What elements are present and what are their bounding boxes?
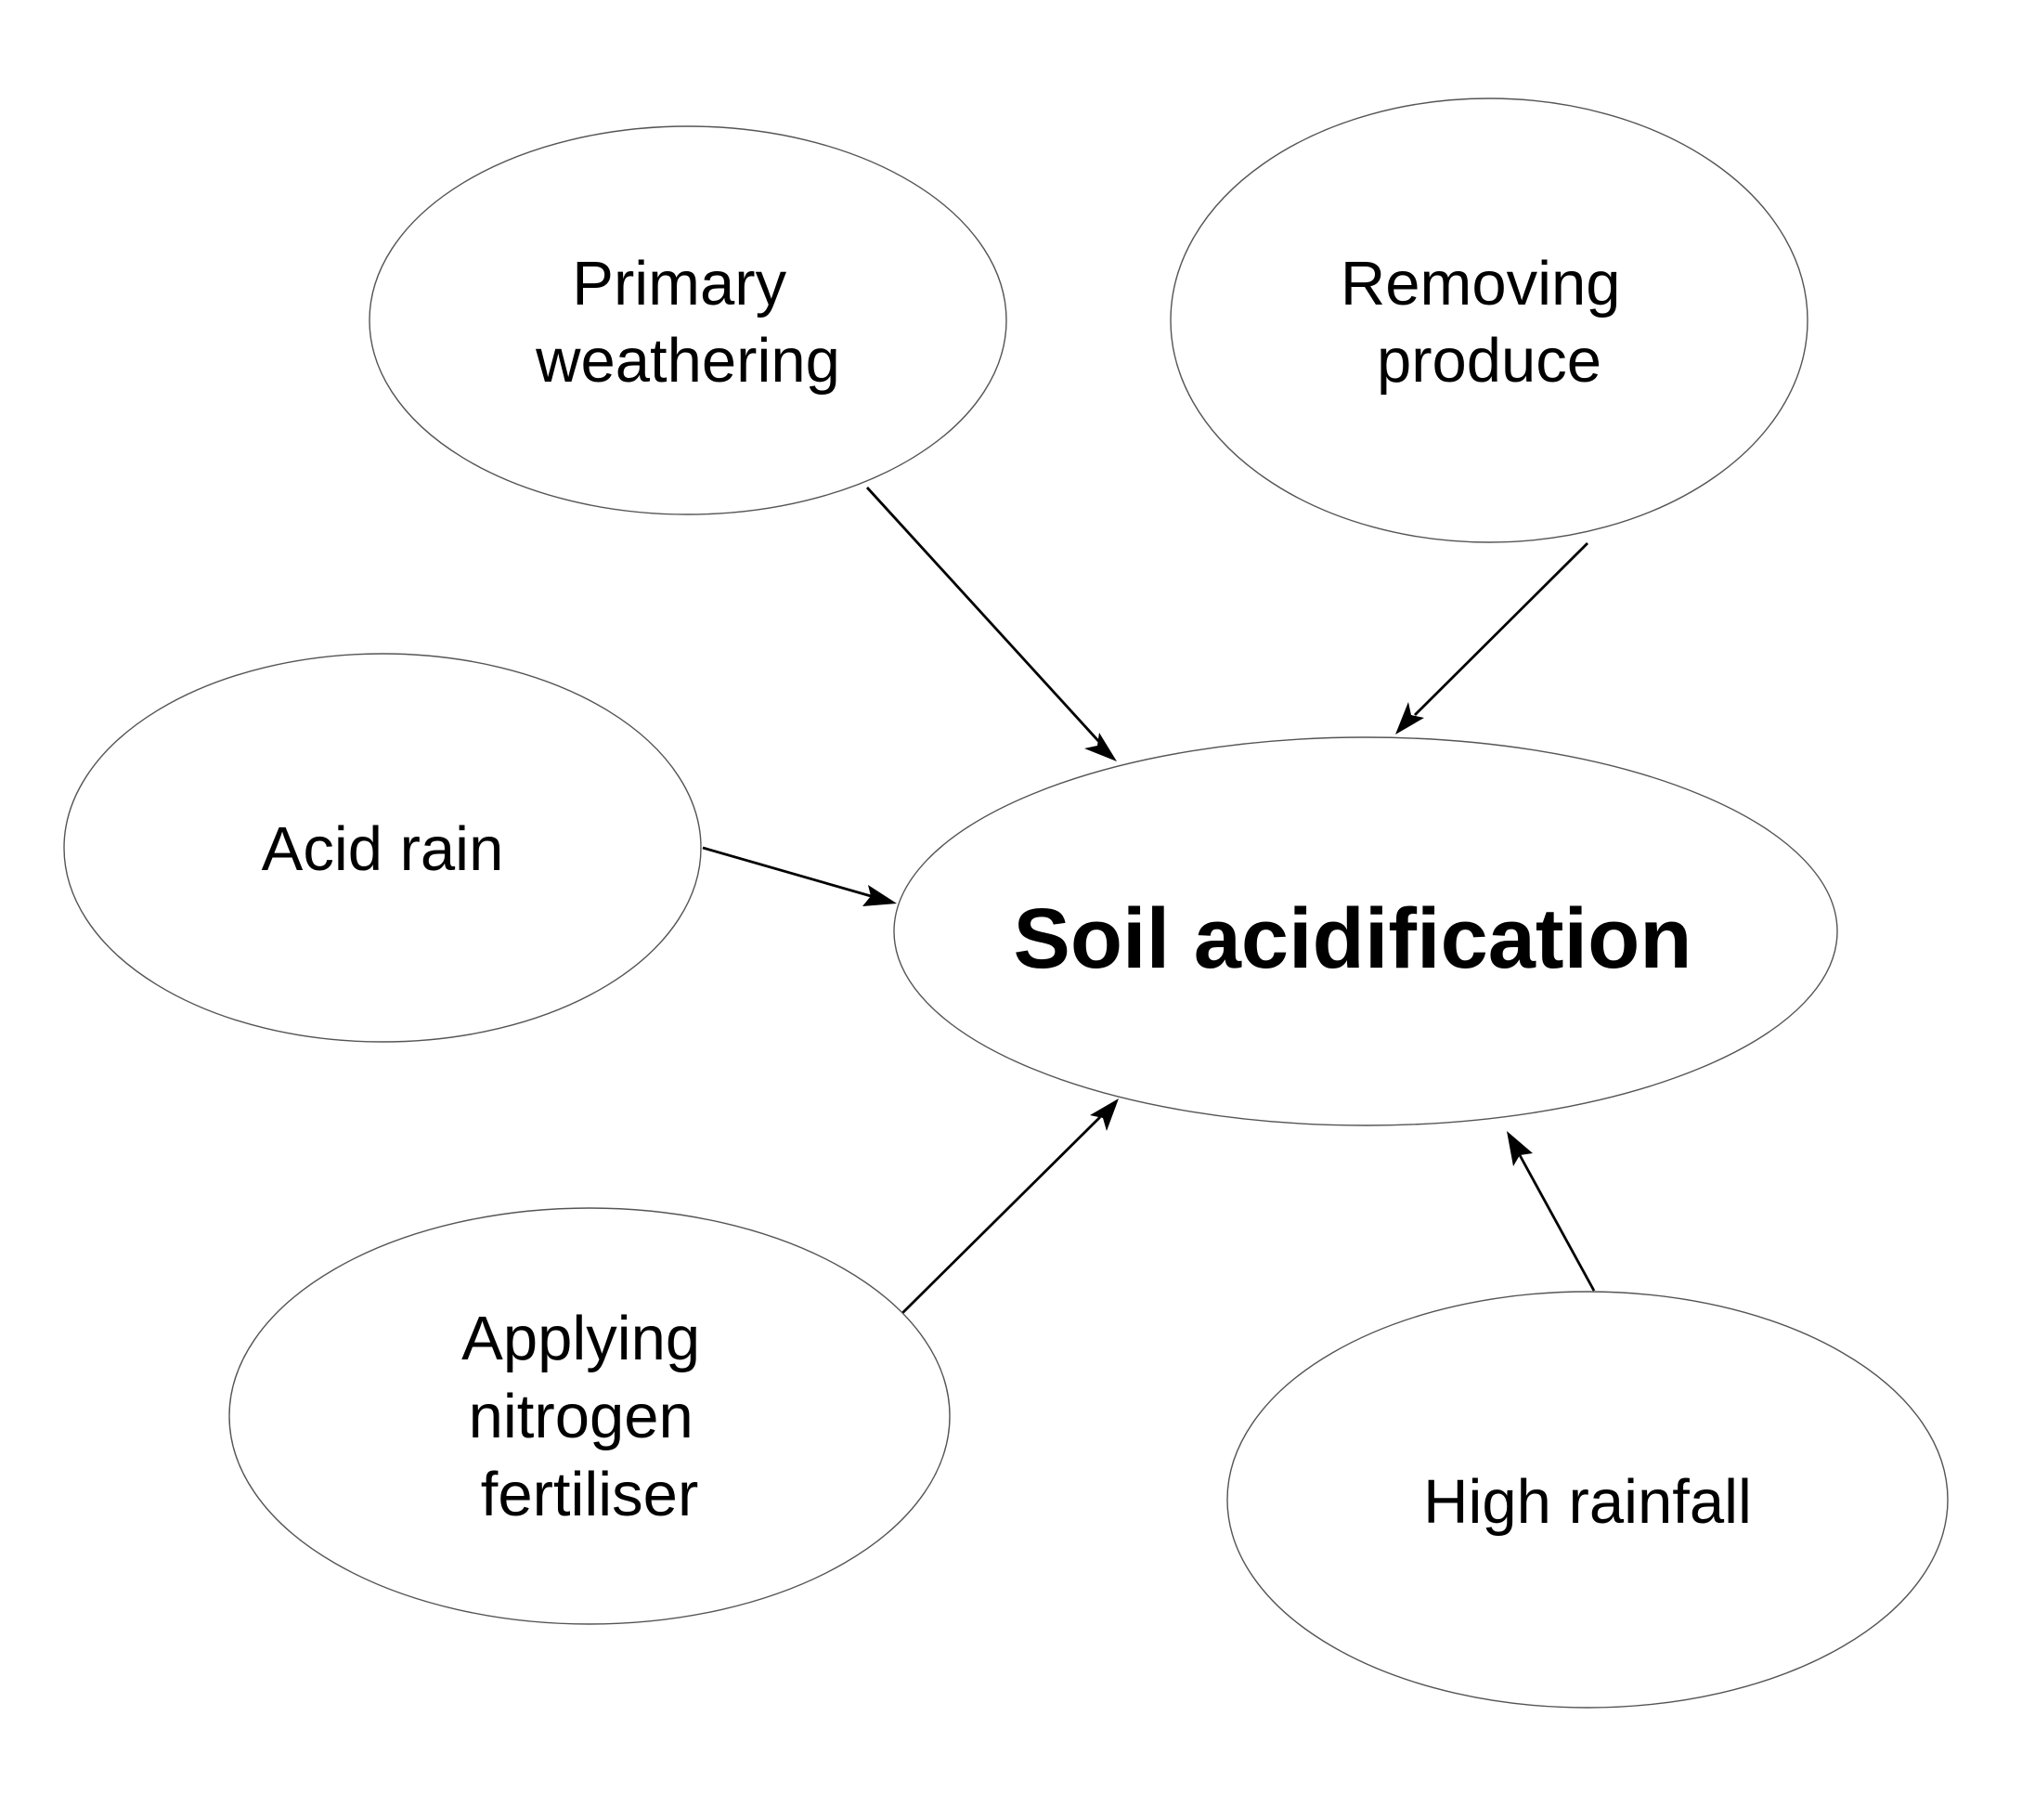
node-removing-produce-label: Removing produce (1341, 249, 1638, 396)
arrow-applying-nitrogen-fertiliser (896, 1098, 1119, 1320)
node-applying-nitrogen-fertiliser-shape (228, 1207, 951, 1625)
node-soil-acidification-label: Soil acidification (1013, 891, 1692, 986)
node-acid-rain: Acid rain (63, 653, 702, 1043)
node-label-line: Primary (572, 249, 786, 318)
node-label-line: fertiliser (481, 1460, 699, 1529)
node-applying-nitrogen-fertiliser: Applying nitrogen fertiliser (228, 1207, 951, 1625)
node-primary-weathering: Primary weathering (369, 125, 1007, 515)
arrow-acid-rain (702, 846, 897, 906)
arrow-removing-produce (1395, 542, 1588, 734)
node-high-rainfall-shape (1226, 1291, 1949, 1709)
cause-arrows (702, 487, 1596, 1320)
node-acid-rain-label: Acid rain (262, 814, 504, 884)
node-high-rainfall: High rainfall (1226, 1291, 1949, 1709)
node-primary-weathering-shape (369, 125, 1007, 515)
node-label-line: nitrogen (469, 1382, 693, 1451)
node-label-line: Soil acidification (1013, 891, 1692, 986)
node-acid-rain-shape (63, 653, 702, 1043)
arrow-primary-weathering (865, 487, 1117, 761)
node-soil-acidification: Soil acidification (893, 736, 1838, 1126)
node-primary-weathering-label: Primary weathering (535, 249, 840, 396)
node-applying-nitrogen-fertiliser-label: Applying nitrogen fertiliser (461, 1304, 718, 1529)
node-label-line: weathering (535, 326, 840, 396)
node-removing-produce-shape (1170, 98, 1808, 543)
node-high-rainfall-label: High rainfall (1423, 1467, 1752, 1537)
node-label-line: Applying (461, 1304, 700, 1373)
node-removing-produce: Removing produce (1170, 98, 1808, 543)
node-label-line: produce (1377, 326, 1601, 396)
arrow-high-rainfall (1507, 1131, 1596, 1292)
node-label-line: High rainfall (1423, 1467, 1752, 1537)
node-label-line: Acid rain (262, 814, 504, 884)
node-soil-acidification-shape (893, 736, 1838, 1126)
node-label-line: Removing (1341, 249, 1621, 318)
